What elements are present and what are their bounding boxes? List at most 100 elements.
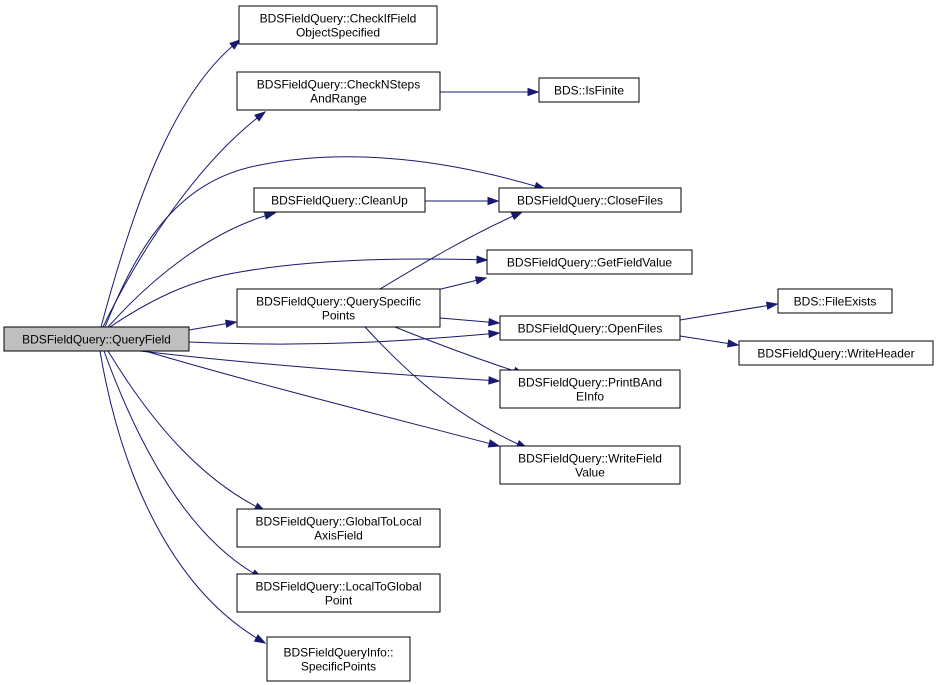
node-label: BDSFieldQuery::WriteField [518,452,662,466]
node-box [777,288,893,314]
edge-line [144,350,500,447]
node-box [498,187,682,213]
node-label: BDS::IsFinite [554,84,624,98]
edge-arrowhead [488,376,501,385]
node-closefiles[interactable]: BDSFieldQuery::CloseFiles [498,187,682,213]
node-box [253,187,426,213]
edge-cnsar-to-isfinite [440,87,540,97]
edge-line [364,326,528,449]
edge-qf-to-sp [99,350,267,644]
edge-line [188,332,500,345]
edge-arrowhead [726,339,740,348]
edge-line [679,303,778,321]
edge-line [139,350,500,382]
node-label: BDSFieldQuery::GlobalToLocal [255,515,421,529]
node-cleanup[interactable]: BDSFieldQuery::CleanUp [253,187,426,213]
edge-line [103,350,263,579]
edge-arrowhead [263,211,277,220]
node-openfiles[interactable]: BDSFieldQuery::OpenFiles [499,315,681,341]
edge-qf-to-openfiles [188,329,501,345]
node-label: BDSFieldQuery::CleanUp [271,194,408,208]
node-box [236,288,441,328]
edge-line [107,350,266,512]
edge-arrowhead [487,196,500,206]
edge-arrowhead [254,111,267,122]
node-writeheader[interactable]: BDSFieldQuery::WriteHeader [738,340,934,366]
node-box [238,5,438,45]
node-label: BDS::FileExists [794,295,877,309]
node-getfv[interactable]: BDSFieldQuery::GetFieldValue [486,249,693,275]
node-label: SpecificPoints [301,660,376,674]
node-label: AxisField [314,529,363,543]
node-label: BDSFieldQuery::CheckIfField [260,12,417,26]
node-box [486,249,693,275]
edge-line [109,258,488,328]
nodes-layer: BDSFieldQuery::QueryFieldBDSFieldQuery::… [3,5,934,682]
node-cifos[interactable]: BDSFieldQuery::CheckIfFieldObjectSpecifi… [238,5,438,45]
node-box [499,315,681,341]
edge-openfiles-to-writeheader [679,335,740,348]
node-box [236,573,441,613]
edge-line [100,39,241,328]
node-box [499,445,681,485]
edge-arrowhead [224,319,238,328]
node-isfinite[interactable]: BDS::IsFinite [538,77,640,103]
node-box [266,636,411,682]
edge-qf-to-cifos [100,39,242,328]
node-fileexists[interactable]: BDS::FileExists [777,288,893,314]
node-label: EInfo [576,390,604,404]
edge-qf-to-writefv [144,350,501,448]
node-label: BDSFieldQuery::OpenFiles [518,322,663,336]
node-label: BDSFieldQuery::CloseFiles [517,194,663,208]
edge-arrowhead [229,39,242,50]
node-qf[interactable]: BDSFieldQuery::QueryField [3,326,190,352]
node-sp[interactable]: BDSFieldQueryInfo::SpecificPoints [266,636,411,682]
node-label: BDSFieldQuery::QuerySpecific [256,295,421,309]
edge-qf-to-printbe [139,350,501,385]
edge-line [104,156,546,328]
edge-arrowhead [527,87,540,97]
node-box [738,340,934,366]
edge-arrowhead [487,439,501,448]
edge-qsp-to-getfv [436,276,488,291]
edge-line [107,212,276,328]
edge-cleanup-to-closefiles [425,196,500,206]
edge-arrowhead [488,317,501,327]
edges-layer [99,39,779,644]
edge-openfiles-to-fileexists [679,301,779,321]
edge-line [394,326,525,375]
edge-arrowhead [474,276,488,285]
node-label: BDSFieldQuery::LocalToGlobal [255,580,421,594]
node-label: BDSFieldQuery::PrintBAnd [518,376,662,390]
edge-arrowhead [765,301,779,310]
node-box [499,369,681,409]
edge-qf-to-getfv [109,255,489,328]
node-box [3,326,190,352]
edge-arrowhead [253,634,267,644]
node-box [236,508,441,548]
node-label: Value [575,466,605,480]
node-label: BDSFieldQuery::QueryField [22,333,171,347]
edge-qf-to-cleanup [107,211,277,328]
node-label: BDSFieldQueryInfo:: [283,646,393,660]
edge-qsp-to-openfiles [439,317,501,327]
node-box [538,77,640,103]
edge-arrowhead [510,211,524,221]
node-label: AndRange [310,92,367,106]
edge-line [99,350,266,644]
node-label: BDSFieldQuery::CheckNSteps [257,78,420,92]
node-box [236,71,441,111]
edge-qf-to-g2l [107,350,267,512]
node-label: Point [325,594,353,608]
edge-qf-to-qsp [188,319,238,331]
node-label: BDSFieldQuery::GetFieldValue [507,256,673,270]
node-label: ObjectSpecified [296,26,380,40]
node-label: BDSFieldQuery::WriteHeader [757,347,914,361]
